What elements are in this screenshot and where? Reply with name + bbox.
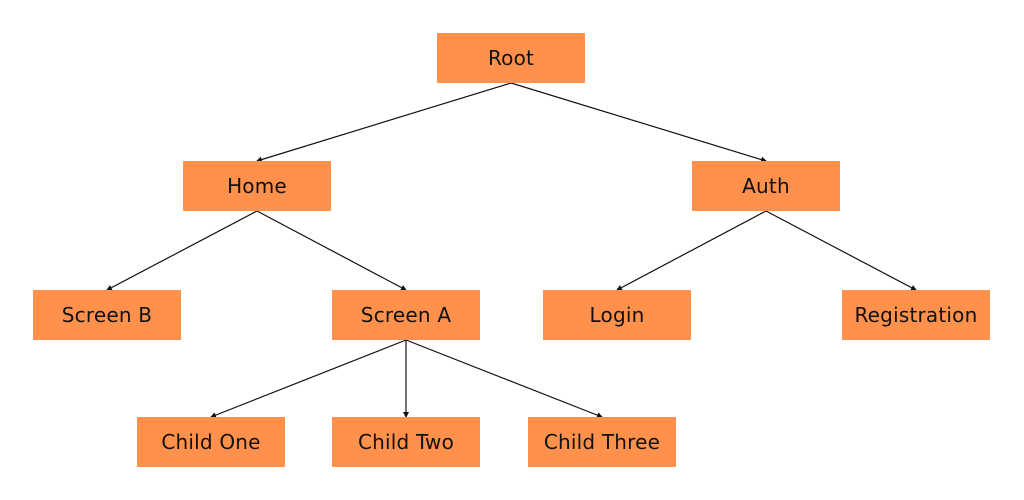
edge-screen-a-to-child-one (210, 339, 407, 418)
node-login: Login (543, 290, 691, 340)
edge-root-to-auth (510, 82, 767, 163)
edge-auth-to-registration (765, 210, 917, 291)
node-root: Root (437, 33, 585, 83)
node-screen-a: Screen A (332, 290, 480, 340)
node-home: Home (183, 161, 331, 211)
node-child-two: Child Two (332, 417, 480, 467)
edge-root-to-home (256, 82, 512, 163)
edge-home-to-screen-b (106, 210, 258, 291)
node-auth: Auth (692, 161, 840, 211)
node-screen-b: Screen B (33, 290, 181, 340)
node-registration: Registration (842, 290, 990, 340)
node-child-one: Child One (137, 417, 285, 467)
edge-auth-to-login (616, 210, 767, 291)
edge-screen-a-to-child-three (405, 339, 603, 418)
node-child-three: Child Three (528, 417, 676, 467)
edge-home-to-screen-a (256, 210, 407, 291)
